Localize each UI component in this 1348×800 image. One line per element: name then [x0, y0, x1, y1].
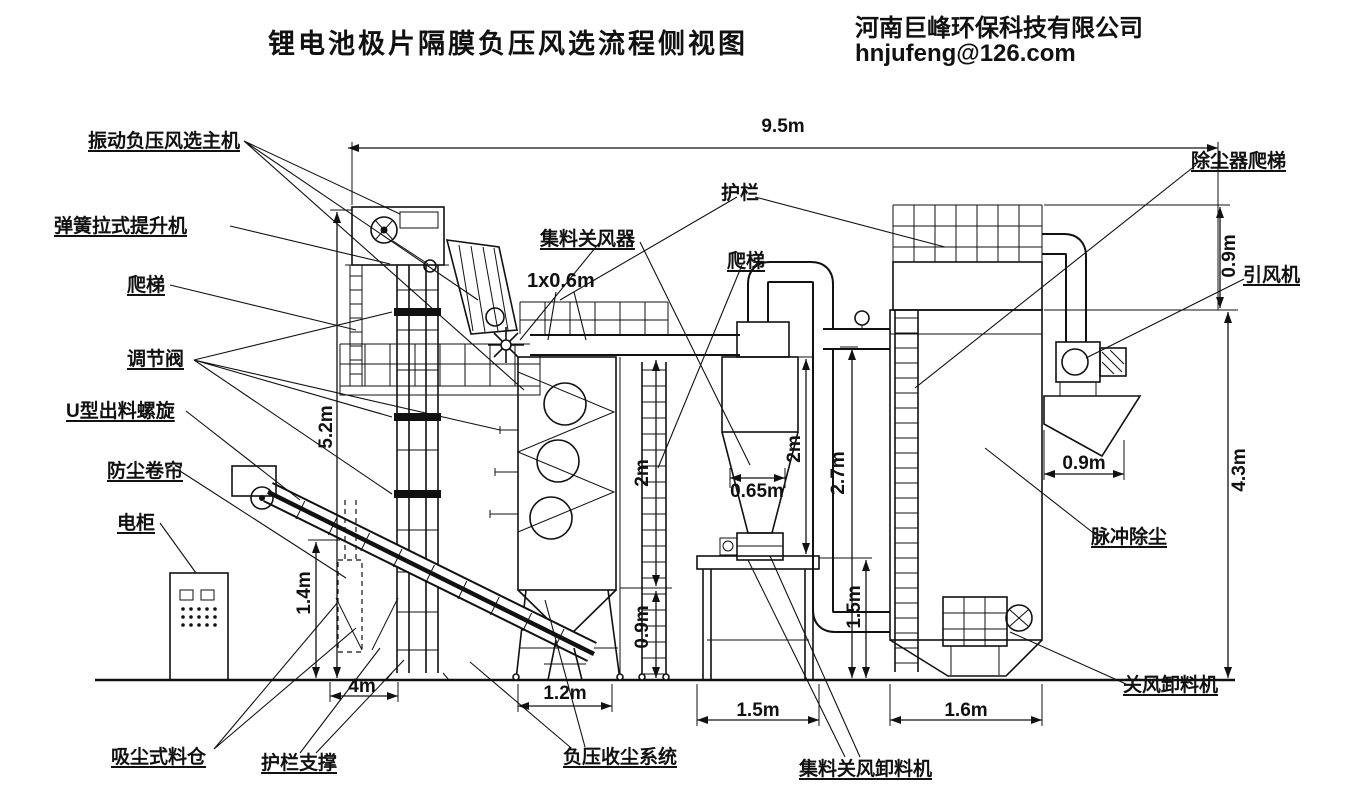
company-name: 河南巨峰环保科技有限公司 — [855, 15, 1143, 42]
dimension-lines — [312, 144, 1232, 724]
label-pulse-dedusting: 脉冲除尘 — [1091, 527, 1168, 548]
dust-curtain-drawing — [335, 500, 399, 653]
dim-collector-height: 4.3m — [1229, 448, 1250, 492]
label-collecting-airlock: 集料关风器 — [540, 229, 636, 250]
electric-cabinet-drawing — [169, 572, 229, 681]
label-dust-curtain: 防尘卷帘 — [107, 461, 184, 482]
dim-machine-width: 1.2m — [543, 683, 587, 704]
label-regulating-valve: 调节阀 — [127, 349, 185, 370]
leader-lines — [159, 140, 1245, 758]
dim-elevator-height: 5.2m — [316, 405, 337, 449]
feed-chute-drawing — [445, 239, 524, 363]
dim-left-span: 4m — [348, 676, 376, 697]
dim-cyclone-height: 2m — [784, 435, 805, 463]
label-collecting-airlock-discharger: 集料关风卸料机 — [799, 759, 933, 780]
label-collector-ladder: 除尘器爬梯 — [1191, 151, 1287, 172]
dim-overall-width: 9.5m — [761, 116, 805, 137]
dim-hopper-height: 1.4m — [294, 571, 315, 615]
screw-conveyor-drawing — [231, 465, 597, 681]
label-vibration-main: 振动负压风选主机 — [88, 131, 241, 152]
label-platform-opening: 1x0.6m — [527, 270, 595, 292]
dim-guardrail-height: 0.9m — [1219, 234, 1240, 278]
label-electric-cabinet: 电柜 — [117, 513, 156, 534]
label-induced-fan: 引风机 — [1243, 265, 1301, 286]
label-u-screw: U型出料螺旋 — [66, 401, 175, 422]
cyclone-outlet-pipe-drawing — [747, 261, 890, 633]
page-title: 锂电池极片隔膜负压风选流程侧视图 — [268, 29, 748, 59]
label-ladder-mid: 爬梯 — [727, 251, 766, 272]
fan-duct-drawing — [1042, 233, 1087, 342]
label-airlock-discharger: 关风卸料机 — [1123, 675, 1219, 696]
dust-collector-drawing — [889, 204, 1043, 677]
tower-guardrail-drawing — [519, 301, 669, 334]
separator-machine-drawing — [489, 356, 621, 681]
company-email: hnjufeng@126.com — [855, 40, 1076, 67]
dim-collector-width: 1.6m — [944, 700, 988, 721]
cyclone-stand-drawing — [696, 555, 820, 680]
label-vacuum-dust-system: 负压收尘系统 — [563, 747, 678, 768]
dim-cyclone-cone-width: 0.65m — [730, 481, 784, 502]
foot-pads — [512, 673, 670, 681]
extension-lines — [308, 142, 1238, 726]
dim-stand-width: 1.5m — [736, 700, 780, 721]
dim-tower-upper: 2m — [632, 459, 653, 487]
dim-stand-height: 1.5m — [844, 585, 865, 629]
induced-fan-drawing — [1043, 341, 1142, 458]
dim-duct-height: 2.7m — [828, 451, 849, 495]
label-suction-hopper: 吸尘式料仓 — [111, 747, 207, 768]
elevator-drawing — [339, 206, 541, 681]
label-guardrail-support: 护栏支撑 — [261, 753, 338, 774]
label-ladder-left: 爬梯 — [127, 275, 166, 296]
dim-fan-outlet-width: 0.9m — [1062, 453, 1106, 474]
label-spring-elevator: 弹簧拉式提升机 — [54, 216, 188, 237]
dim-tower-lower: 0.9m — [632, 605, 653, 649]
label-guardrail: 护栏 — [721, 183, 760, 204]
